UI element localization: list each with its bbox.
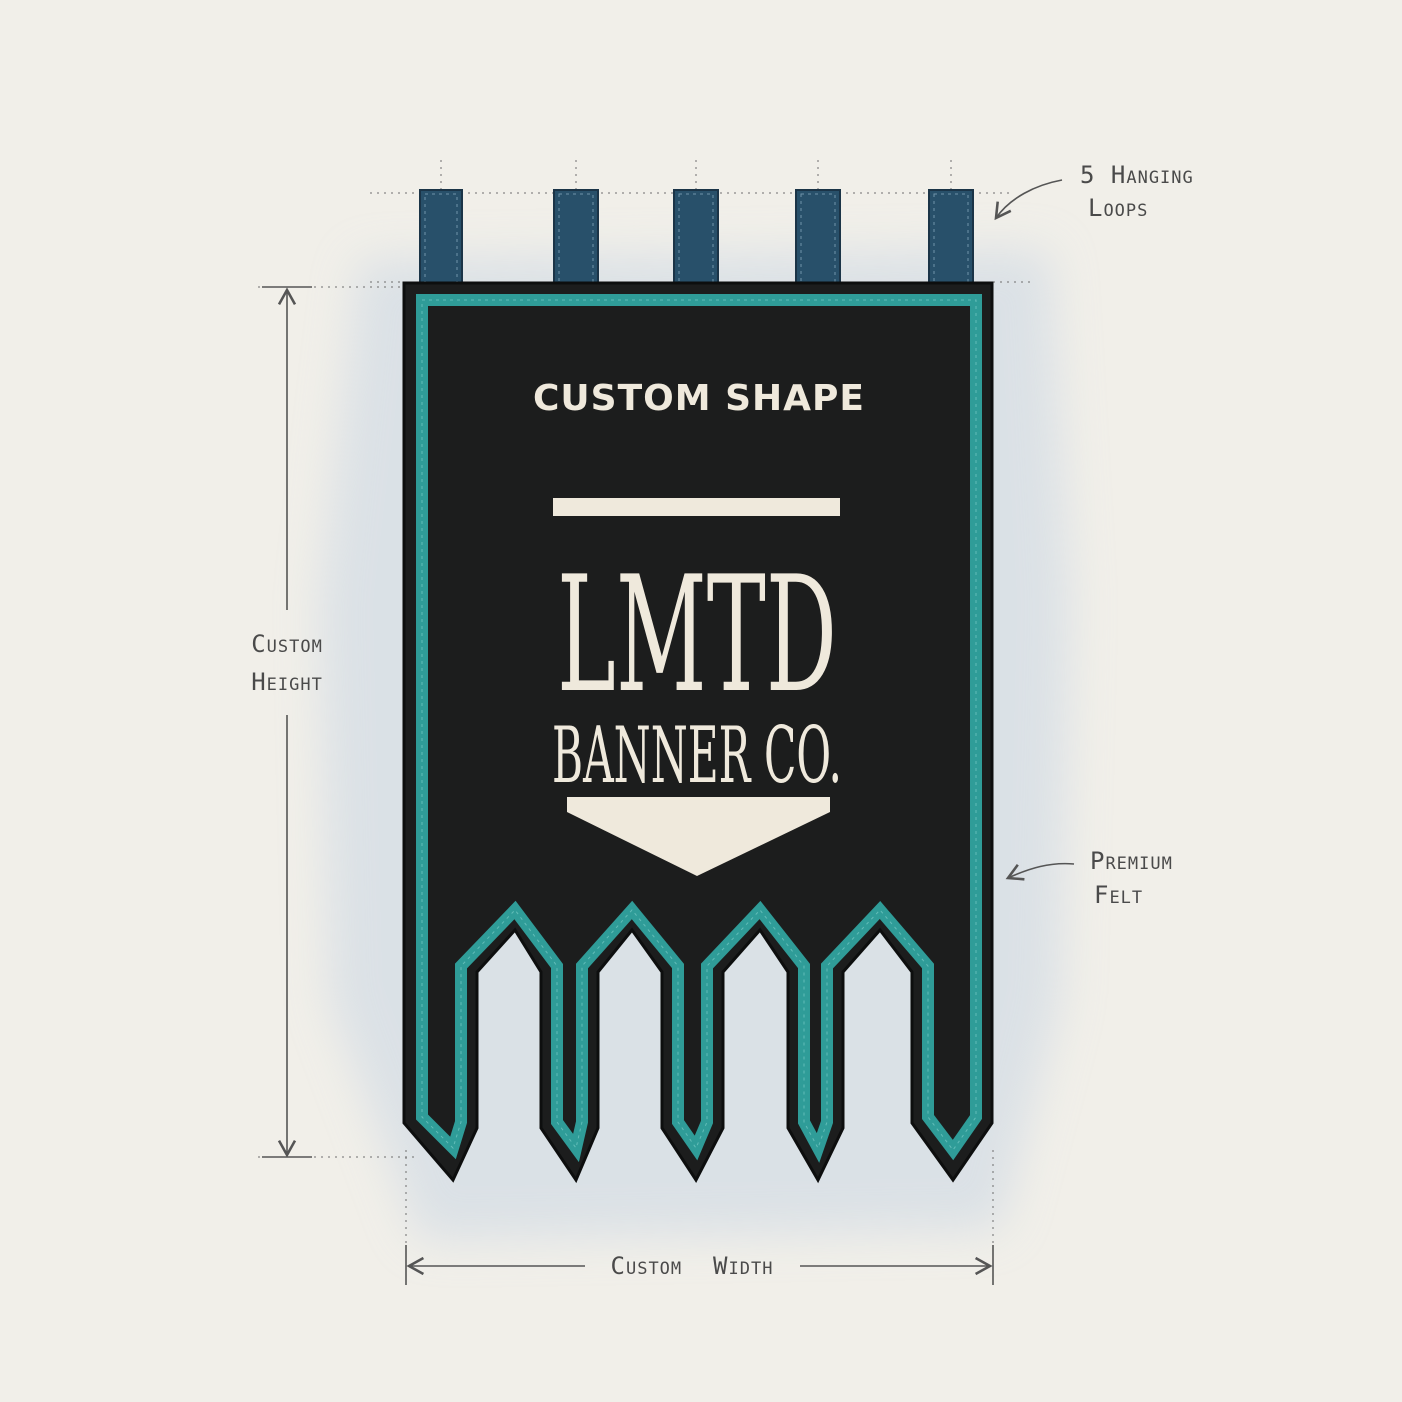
width-label: Custom Width xyxy=(611,1252,774,1280)
felt-label-line-1: Premium xyxy=(1090,847,1173,875)
loops-label-line-1: 5 Hanging xyxy=(1080,161,1194,189)
height-label-line-1: Custom xyxy=(251,630,323,658)
logo-top-bar xyxy=(553,498,840,516)
felt-label-line-2: Felt xyxy=(1094,881,1143,909)
hanging-loop xyxy=(673,189,719,289)
hanging-loop xyxy=(928,189,974,289)
loops-label-line-2: Loops xyxy=(1088,194,1148,222)
teal-trim xyxy=(416,294,982,1163)
logo-line-2: BANNER CO. xyxy=(552,711,842,801)
logo-line-1: LMTD xyxy=(557,541,837,728)
hanging-loop xyxy=(795,189,841,289)
logo-badge: LMTD BANNER CO. xyxy=(552,498,842,876)
width-dimension xyxy=(405,1245,994,1285)
arrow-icon xyxy=(1005,862,1075,881)
loops-callout xyxy=(994,179,1063,221)
arrow-icon xyxy=(994,179,1063,221)
height-label-line-2: Height xyxy=(251,668,323,696)
logo-chevron xyxy=(567,797,830,876)
hanging-loop xyxy=(419,189,463,289)
hanging-loop xyxy=(553,189,599,289)
felt-callout xyxy=(1005,862,1075,881)
height-dimension xyxy=(262,286,312,1158)
felt-banner xyxy=(402,281,994,1184)
banner-title: CUSTOM SHAPE xyxy=(533,378,865,419)
